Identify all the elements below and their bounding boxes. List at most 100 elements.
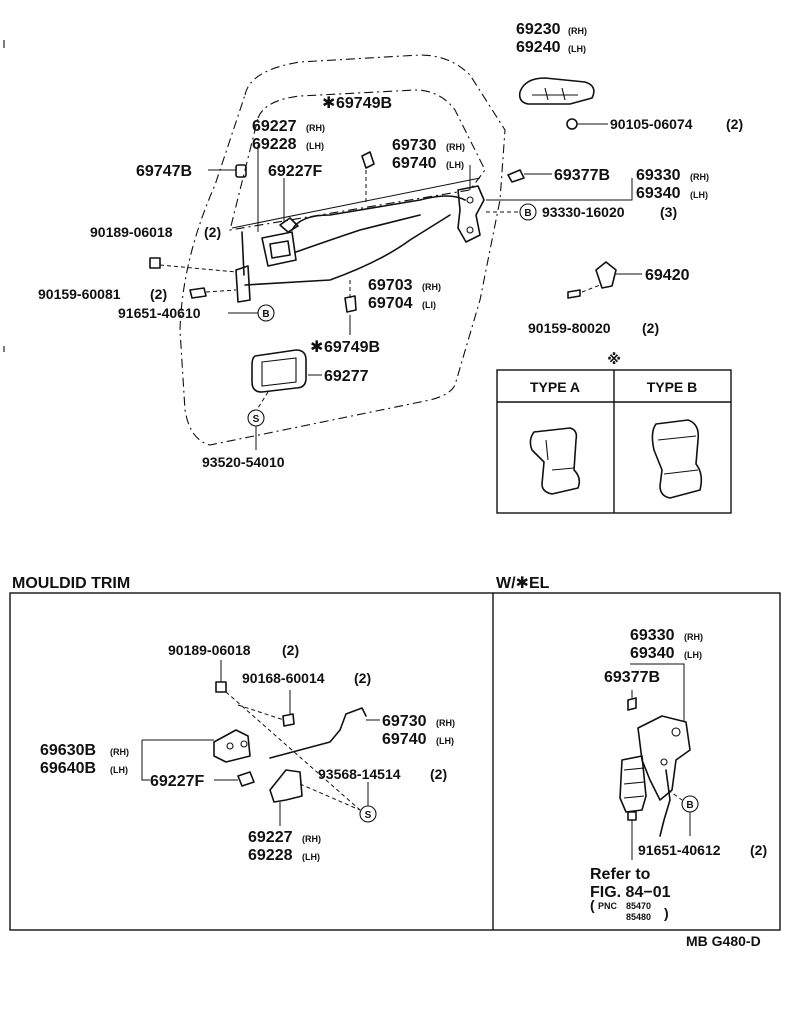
mould-label-93568: 93568-14514: [318, 766, 401, 782]
mould-label-69227f: 69227F: [150, 773, 204, 790]
clip-69377b: [507, 169, 552, 183]
mould-label-90168-qty: (2): [354, 670, 371, 686]
mould-label-90189-qty: (2): [282, 642, 299, 658]
label-69747b: 69747B: [136, 163, 192, 180]
type-a-label: TYPE A: [530, 379, 580, 395]
label-93520: 93520-54010: [202, 454, 285, 470]
mould-label-69640b-lh: (LH): [110, 765, 128, 775]
label-69730: 69730: [392, 137, 437, 154]
wel-pnc-close: ): [664, 905, 669, 921]
mould-label-69640b: 69640B: [40, 760, 96, 777]
mould-label-69228: 69228: [248, 847, 293, 864]
marker-s-top-label: S: [253, 414, 260, 425]
label-star-bottom: ✱: [310, 339, 323, 356]
label-69704: 69704: [368, 295, 413, 312]
bracket-69420: [595, 261, 642, 289]
label-69740-lh: (LH): [446, 160, 464, 170]
type-b-label: TYPE B: [647, 379, 698, 395]
marker-b-top-right: B: [519, 203, 537, 221]
label-69230: 69230: [516, 21, 561, 38]
clip-69749b-top: [361, 151, 375, 205]
label-69420: 69420: [645, 267, 690, 284]
clip-69747b: [208, 164, 247, 178]
label-69330: 69330: [636, 167, 681, 184]
mould-marker-s: S: [365, 810, 372, 821]
door-outline: [179, 54, 506, 446]
label-90159a: 90159-60081: [38, 286, 121, 302]
label-90189: 90189-06018: [90, 224, 173, 240]
label-69703-rh: (RH): [422, 282, 441, 292]
label-69240-lh: (LH): [568, 44, 586, 54]
wel-label-69330: 69330: [630, 627, 675, 644]
label-star-top: ✱: [322, 95, 335, 112]
wel-label-91651-qty: (2): [750, 842, 767, 858]
screw-90159a: [189, 287, 237, 299]
leader-69330: [486, 178, 633, 201]
mould-label-69740-lh: (LH): [436, 736, 454, 746]
label-90105-qty: (2): [726, 116, 743, 132]
mould-parts: S: [141, 660, 380, 826]
wel-label-69340-lh: (LH): [684, 650, 702, 660]
type-box: ※ TYPE A TYPE B: [496, 351, 732, 514]
mould-label-69630b: 69630B: [40, 742, 96, 759]
label-91651a: 91651-40610: [118, 305, 201, 321]
lever-assembly: [159, 195, 466, 303]
marker-b-label-2: B: [524, 208, 531, 219]
type-a-clip: [529, 427, 581, 495]
type-b-clip: [651, 419, 703, 499]
mould-label-90168: 90168-60014: [242, 670, 325, 686]
label-69340-lh: (LH): [690, 190, 708, 200]
outside-handle: [518, 77, 595, 105]
label-69704-li: (LI): [422, 300, 436, 310]
label-69703: 69703: [368, 277, 413, 294]
wel-refer-line1: Refer to: [590, 866, 651, 883]
label-69240: 69240: [516, 39, 561, 56]
label-69749b-bottom: 69749B: [324, 339, 380, 356]
marker-s-top: S: [247, 409, 265, 450]
bottom-frame: [9, 592, 781, 931]
marker-b-top-left: B: [228, 304, 275, 322]
mould-label-69730: 69730: [382, 713, 427, 730]
door-latch: [457, 185, 520, 243]
label-69277: 69277: [324, 368, 369, 385]
label-90105: 90105-06074: [610, 116, 693, 132]
label-69227f: 69227F: [268, 163, 322, 180]
label-90159b: 90159-80020: [528, 320, 611, 336]
wel-pnc-2: 85480: [626, 912, 651, 922]
wel-pnc-1: 85470: [626, 901, 651, 911]
screw-90105: [566, 118, 608, 130]
label-90159a-qty: (2): [150, 286, 167, 302]
marker-b-label-1: B: [262, 309, 269, 320]
label-90159b-qty: (2): [642, 320, 659, 336]
mould-label-69730-rh: (RH): [436, 718, 455, 728]
wel-label-69340: 69340: [630, 645, 675, 662]
label-69228: 69228: [252, 136, 297, 153]
label-69227-rh: (RH): [306, 123, 325, 133]
label-69230-rh: (RH): [568, 26, 587, 36]
label-69227: 69227: [252, 118, 297, 135]
label-69377b: 69377B: [554, 167, 610, 184]
mould-label-69228-lh: (LH): [302, 852, 320, 862]
mould-label-69630b-rh: (RH): [110, 747, 129, 757]
label-90189-qty: (2): [204, 224, 221, 240]
label-69740: 69740: [392, 155, 437, 172]
wel-pnc-label: PNC: [598, 901, 618, 911]
label-93330-qty: (3): [660, 204, 677, 220]
mould-heading: MOULDID TRIM: [12, 575, 130, 592]
type-box-mark: ※: [607, 351, 621, 367]
wel-marker-b: B: [686, 800, 693, 811]
mould-label-69227-rh: (RH): [302, 834, 321, 844]
label-69228-lh: (LH): [306, 141, 324, 151]
figure-code: MB G480-D: [686, 933, 761, 949]
mould-label-90189: 90189-06018: [168, 642, 251, 658]
label-93330: 93330-16020: [542, 204, 625, 220]
clip-69749b-bottom: [344, 295, 357, 313]
wel-label-69377b: 69377B: [604, 669, 660, 686]
mould-label-69740: 69740: [382, 731, 427, 748]
wel-pnc-open: (: [590, 897, 595, 913]
wel-heading: W/✱EL: [496, 575, 550, 592]
label-69749b-top: 69749B: [336, 95, 392, 112]
screw-90159b: [567, 284, 601, 299]
